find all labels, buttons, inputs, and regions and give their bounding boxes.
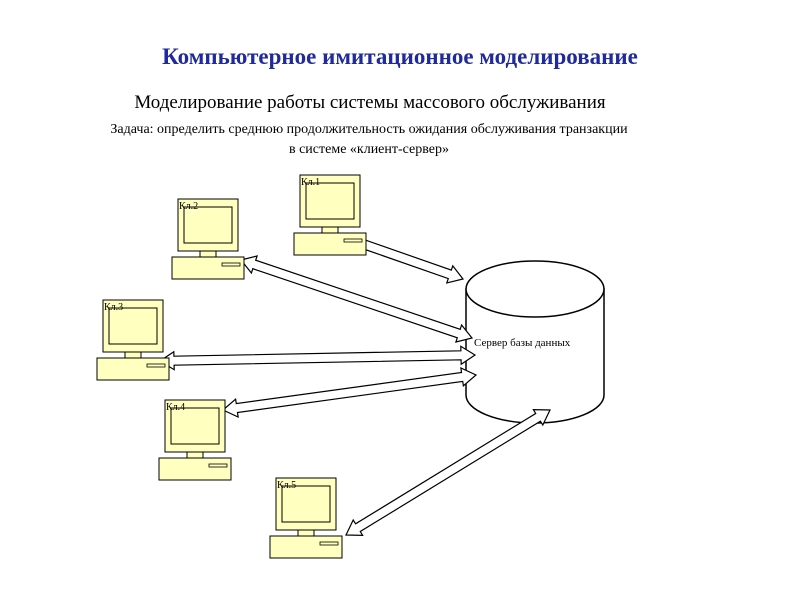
connection-arrow-client-5	[345, 408, 551, 537]
connection-arrow-client-3	[158, 345, 477, 371]
client-computer-2: Кл.2	[171, 198, 245, 280]
task-line-2: в системе «клиент-сервер»	[288, 142, 450, 157]
server-label: Сервер базы данных	[474, 337, 571, 349]
client-computer-4: Кл.4	[158, 399, 232, 481]
client-computer-5: Кл.5	[269, 477, 343, 559]
connection-arrow-client-4	[221, 366, 478, 419]
client-label-5: Кл.5	[277, 480, 296, 491]
connection-arrow-client-2	[239, 255, 474, 343]
task-line-1: Задача: определить среднюю продолжительн…	[110, 122, 628, 137]
client-computer-1: Кл.1	[293, 174, 367, 256]
client-computers: Кл.1Кл.2Кл.3Кл.4Кл.5	[96, 174, 367, 559]
database-server: Сервер базы данных	[465, 260, 605, 424]
client-computer-3: Кл.3	[96, 299, 170, 381]
client-label-1: Кл.1	[301, 177, 320, 188]
task-text: Задача: определить среднюю продолжительн…	[0, 120, 738, 160]
page-title: Компьютерное имитационное моделирование	[162, 44, 638, 69]
client-label-2: Кл.2	[179, 201, 198, 212]
connection-arrows	[158, 233, 551, 537]
page-subtitle: Моделирование работы системы массового о…	[134, 92, 606, 113]
client-label-4: Кл.4	[166, 402, 185, 413]
client-label-3: Кл.3	[104, 302, 123, 313]
